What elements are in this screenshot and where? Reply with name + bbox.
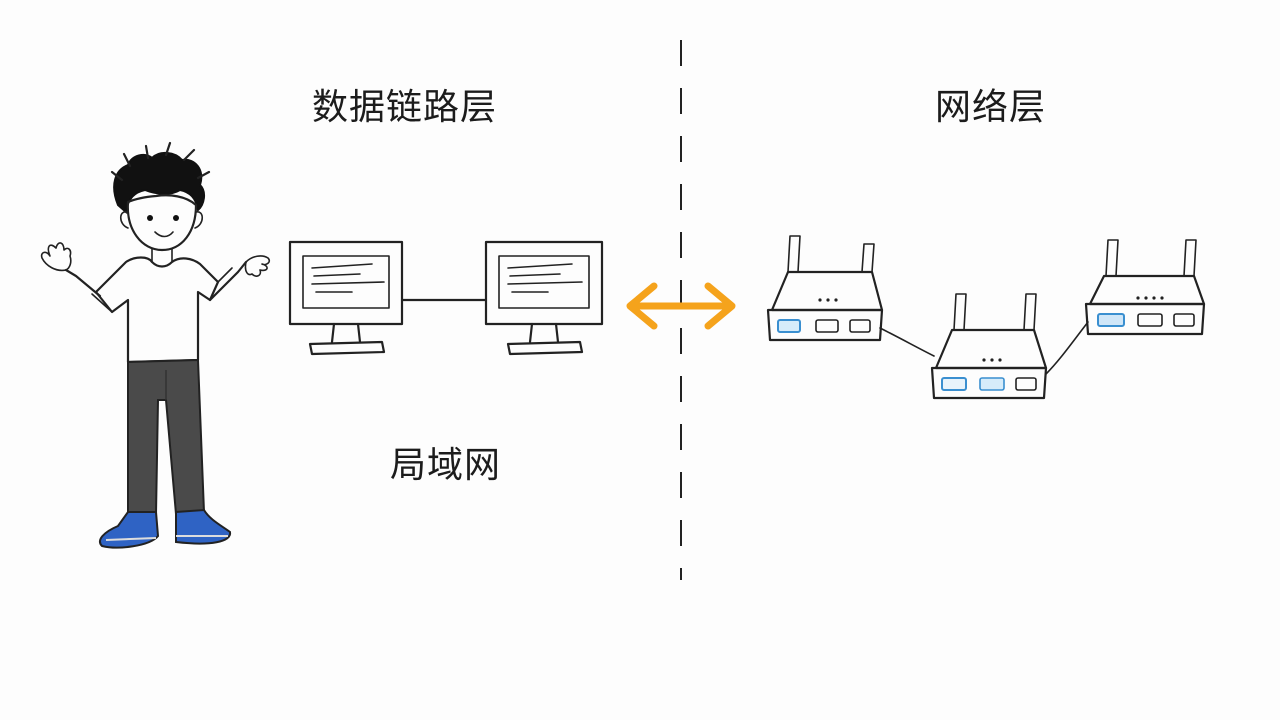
network-layer-title: 网络层 bbox=[935, 87, 1047, 128]
person-icon bbox=[40, 141, 271, 549]
router-link-1 bbox=[879, 327, 935, 357]
double-arrow-icon bbox=[626, 282, 736, 330]
monitor-left bbox=[288, 240, 404, 356]
lan-caption: 局域网 bbox=[390, 445, 502, 486]
monitor-right bbox=[484, 240, 604, 356]
router-middle bbox=[930, 293, 1048, 400]
router-link-2 bbox=[1045, 321, 1089, 375]
router-left bbox=[766, 235, 884, 342]
router-right bbox=[1084, 239, 1206, 336]
data-link-layer-title: 数据链路层 bbox=[312, 87, 498, 128]
